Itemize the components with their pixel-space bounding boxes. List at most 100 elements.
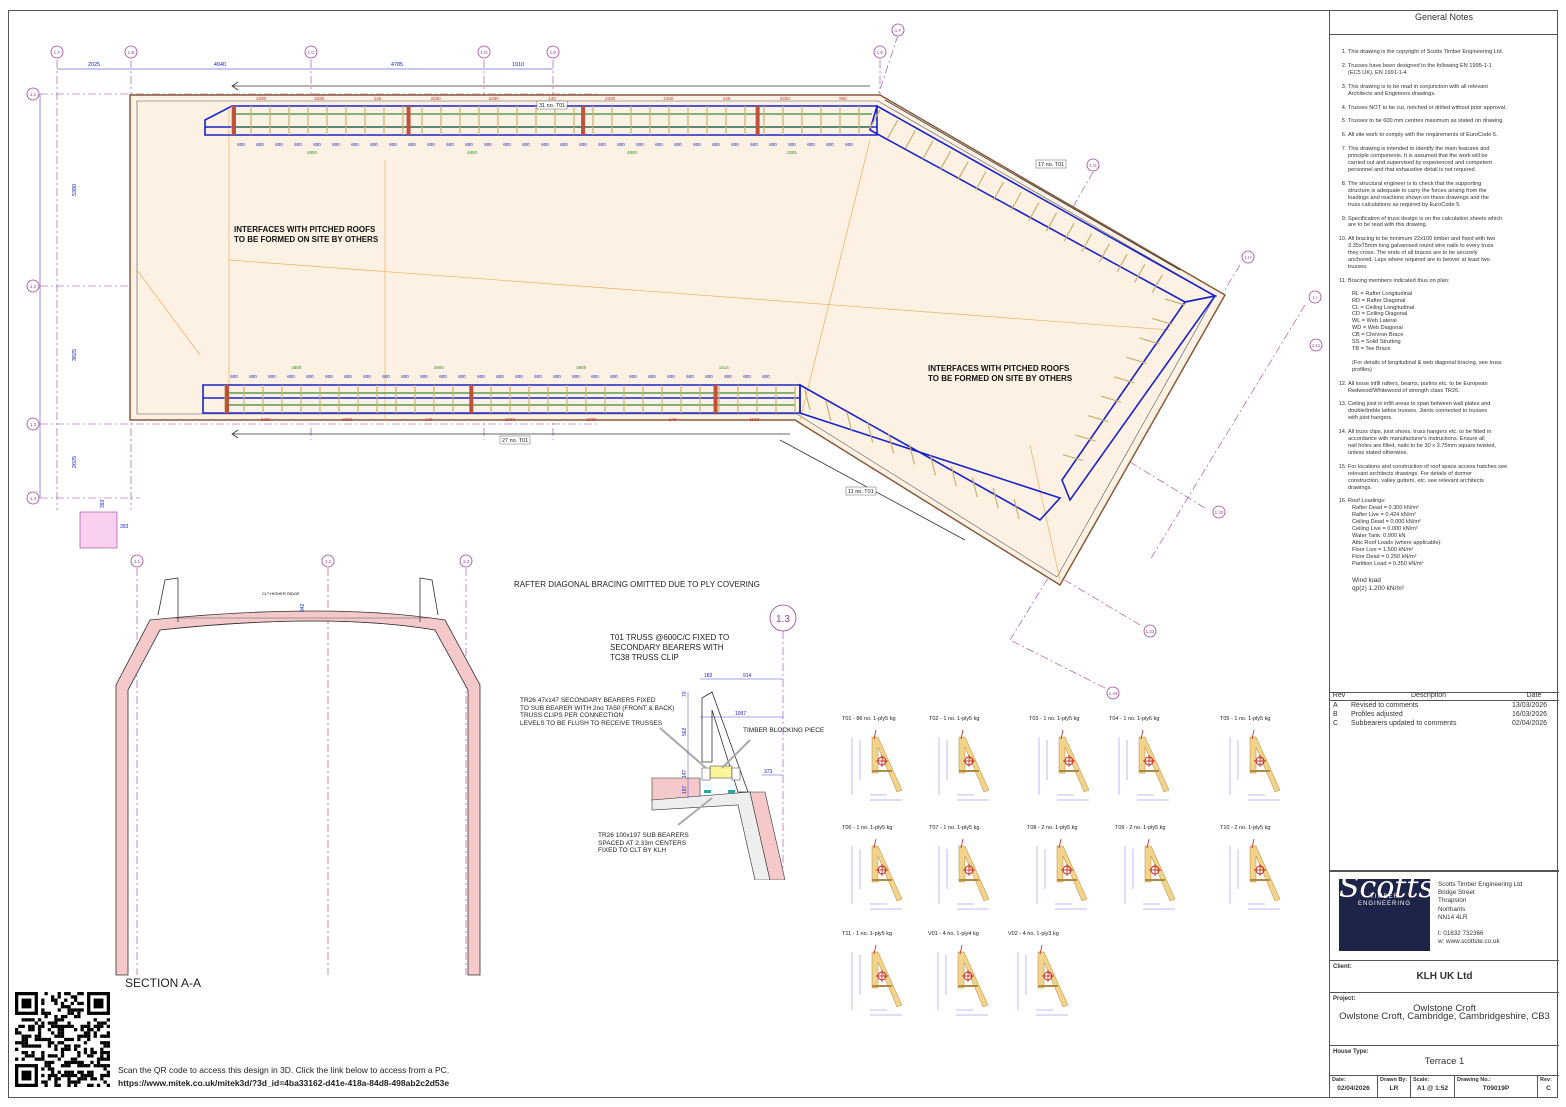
- note-text: Trusses NOT to be cut, notched or drille…: [1348, 104, 1507, 111]
- ridge-label: CLT HIGHER RIDGE: [262, 591, 300, 596]
- truss-profile-drawing: [1036, 838, 1088, 910]
- truss-member: [1113, 376, 1135, 384]
- dimension-label: 3825: [72, 349, 78, 361]
- spacing-label: 600: [724, 374, 732, 379]
- truss-member: [940, 150, 952, 170]
- truss-member: [1126, 356, 1147, 364]
- house-type-block: House Type: Terrace 1: [1330, 1045, 1559, 1075]
- dimension-label: 4785: [391, 62, 403, 68]
- qr-code[interactable]: [15, 992, 110, 1087]
- grid-label: 1.33: [1146, 629, 1155, 634]
- spacing-label: 600: [667, 374, 675, 379]
- grid-label: 1.4: [30, 496, 37, 501]
- project-name: Owlstone Croft: [1413, 1002, 1476, 1014]
- rev-header: Description: [1348, 692, 1509, 701]
- spacing-label: 600: [598, 142, 606, 147]
- general-note: This drawing is to be read in conjunctio…: [1348, 84, 1550, 98]
- truss-profile-drawing: [1229, 838, 1281, 910]
- truss-profile: T03 - 1 no. 1-ply5 kg: [1029, 716, 1109, 805]
- client-name: KLH UK Ltd: [1416, 970, 1473, 982]
- truss-member: [804, 389, 811, 411]
- girder-truss: [406, 106, 411, 135]
- green-dimension: 4800: [291, 365, 302, 370]
- dimension-label: 562: [682, 727, 688, 736]
- small-column-box: [79, 511, 118, 549]
- spacing-label: 600: [446, 142, 454, 147]
- note-text: All truss clips, joist shoes, truss hang…: [1348, 429, 1497, 456]
- grid-label: 1.1: [30, 92, 37, 97]
- spacing-label: 600: [522, 142, 530, 147]
- truss-member: [1075, 434, 1096, 442]
- spacing-label: 600: [769, 142, 777, 147]
- truss-profile-label: T01 - 86 no. 1-ply5 kg: [842, 716, 896, 722]
- drawn-by-label: Drawn By:: [1380, 1077, 1408, 1083]
- note-text: Specification of truss design is on the …: [1348, 215, 1503, 229]
- truss-profile: T10 - 2 no. 1-ply5 kg: [1220, 825, 1300, 914]
- truss-member: [825, 400, 832, 422]
- truss-profile-drawing: [1038, 729, 1090, 801]
- dimension-label: 5380: [72, 184, 78, 196]
- grid-label: 1.I: [1312, 295, 1317, 300]
- red-dimension: 1100: [749, 417, 759, 422]
- grid-bubbles: 1.A 1.B 1.C 1.D 1.E 1.E 1.F 1.1 1.2 1.3 …: [26, 23, 1323, 700]
- spacing-label: 600: [370, 142, 378, 147]
- red-dimension: 2330: [663, 96, 674, 101]
- dimension-label: 4940: [214, 62, 226, 68]
- truss-member: [922, 140, 934, 160]
- timber-blocking: [709, 765, 733, 779]
- spacing-label: 600: [553, 374, 561, 379]
- qr-instruction: Scan the QR code to access this design i…: [118, 1065, 450, 1075]
- truss-profile-drawing: [938, 838, 990, 910]
- roof-plan: 600 600 600 600 600 600 600 600 600 600 600 600 600 6…: [26, 23, 1323, 700]
- green-dimension: 4800: [467, 150, 478, 155]
- grid-label: 1.A: [54, 50, 61, 55]
- dimension-label: 197: [682, 785, 688, 794]
- mitek3d-link[interactable]: https://www.mitek.co.uk/mitek3d/?3d_id=4…: [118, 1078, 450, 1088]
- spacing-label: 600: [743, 374, 751, 379]
- section-a-a: 1.1 1.2 1.3 CLT HIGHER RIDGE 842: [115, 554, 481, 976]
- spacing-label: 600: [294, 142, 302, 147]
- general-note: All bracing to be minimum 22x100 timber …: [1348, 236, 1550, 271]
- general-note: All truss clips, joist shoes, truss hang…: [1348, 429, 1550, 457]
- spacing-label: 600: [230, 374, 238, 379]
- truss-member: [993, 181, 1005, 201]
- drawing-sheet: [8, 10, 1558, 1098]
- truss-member: [992, 488, 999, 509]
- spacing-label: 600: [731, 142, 739, 147]
- truss-count-label: 31 no. T01: [539, 103, 565, 109]
- girder-truss: [232, 106, 236, 135]
- spacing-label: 600: [458, 374, 466, 379]
- note-text: Trusses to be 600 mm centres maximum as …: [1348, 118, 1504, 125]
- truss-member: [1152, 317, 1173, 326]
- spacing-label: 600: [287, 374, 295, 379]
- interface-note: INTERFACES WITH PITCHED ROOFS TO BE FORM…: [928, 364, 1073, 383]
- red-dimension: 2330: [586, 417, 597, 422]
- project-address: Owlstone Croft, Cambridge, Cambridgeshir…: [1339, 1010, 1550, 1022]
- spacing-label: 600: [788, 142, 796, 147]
- spacing-label: 600: [686, 374, 694, 379]
- truss-member: [1028, 202, 1040, 221]
- truss-member: [1045, 212, 1057, 232]
- grid-label: 1.11: [1312, 343, 1321, 348]
- spacing-label: 600: [807, 142, 815, 147]
- general-note: Specification of truss design is on the …: [1348, 216, 1550, 230]
- date-label: Date:: [1332, 1077, 1346, 1083]
- note-text: Ceiling joist in infill areas to span be…: [1348, 401, 1491, 422]
- grid-label: 1.22: [1215, 510, 1224, 515]
- detail-note: TR26 100x197 SUB BEARERS SPACED AT 2.33m…: [598, 832, 689, 854]
- truss-member: [908, 444, 916, 465]
- truss-member: [1088, 415, 1109, 423]
- grid-label: 1.2: [325, 559, 332, 564]
- spacing-label: 600: [534, 374, 542, 379]
- truss-member: [1151, 274, 1163, 293]
- red-dimension: 140: [425, 417, 433, 422]
- spacing-label: 600: [401, 374, 409, 379]
- note-text: The structural engineer is to check that…: [1348, 180, 1489, 208]
- grid-label: 1.G: [1089, 163, 1097, 168]
- general-note: This drawing is the copyright of Scotts …: [1348, 49, 1550, 56]
- spacing-label: 600: [674, 142, 682, 147]
- note-text: Trusses have been designed to the follow…: [1348, 62, 1492, 76]
